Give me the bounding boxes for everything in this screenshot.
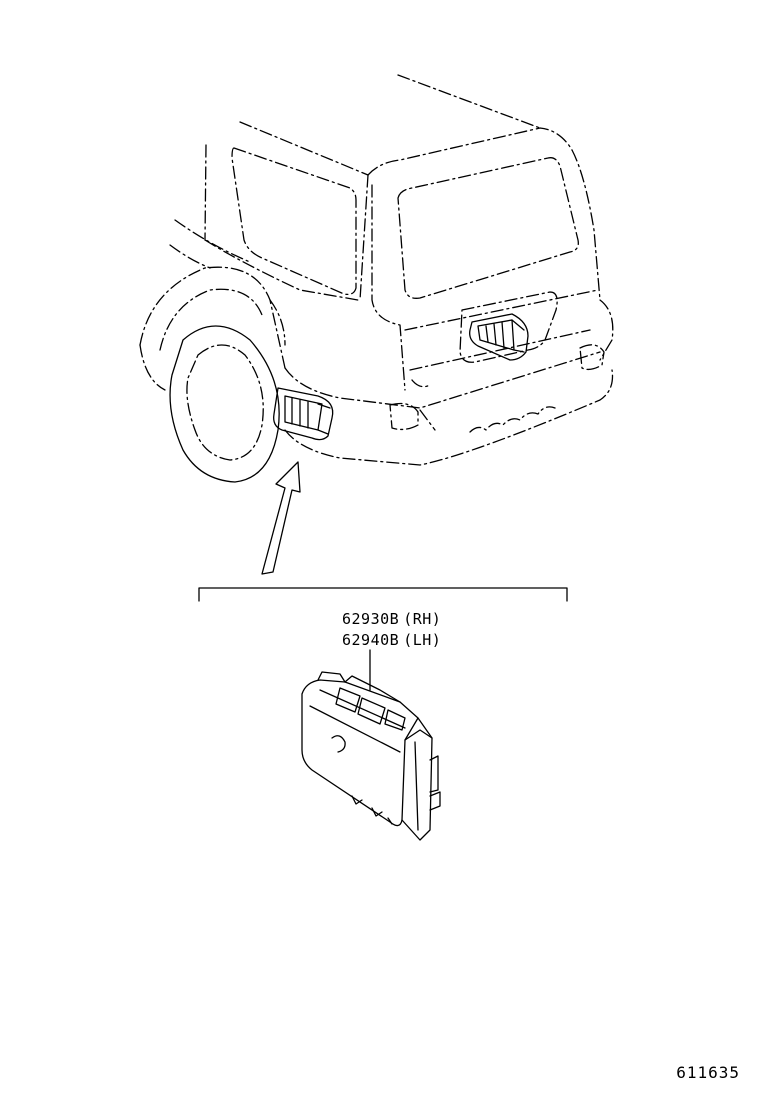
part-number-rh: 62930B	[342, 610, 400, 628]
reflector-lh-on-vehicle	[273, 387, 334, 441]
reflector-part	[301, 671, 441, 841]
part-number-lh: 62940B	[342, 631, 400, 649]
indicator-arrow	[261, 461, 301, 575]
vehicle-outline	[139, 74, 614, 466]
rear-wheel	[169, 325, 280, 483]
diagram-id: 611635	[676, 1063, 740, 1082]
parts-bracket	[198, 587, 568, 602]
side-rh: (RH)	[403, 610, 442, 628]
side-lh: (LH)	[403, 631, 442, 649]
part-label-rh: 62930B(RH)	[342, 610, 441, 628]
part-label-lh: 62940B(LH)	[342, 631, 441, 649]
reflector-rh-on-vehicle	[469, 313, 529, 361]
